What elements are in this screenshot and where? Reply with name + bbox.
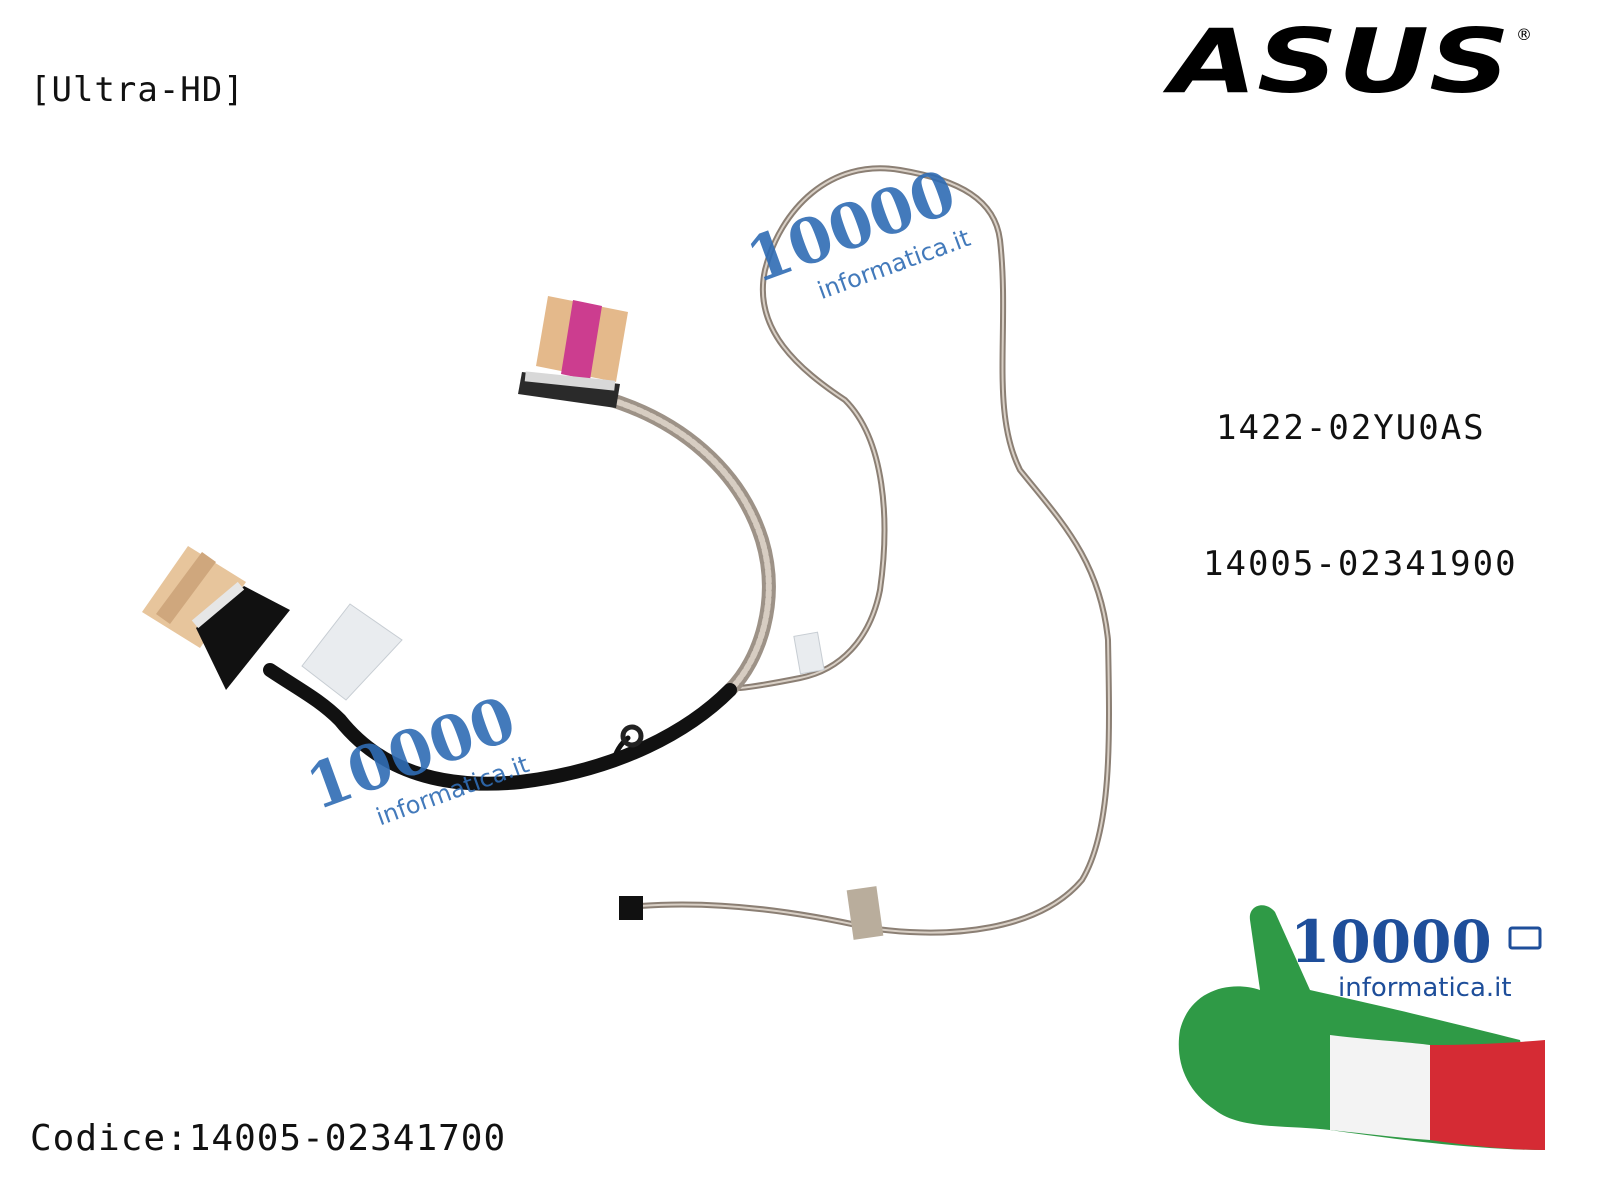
asus-logo: ASUS ® bbox=[1162, 10, 1532, 113]
display-connector bbox=[142, 546, 290, 690]
product-code: Codice:14005-02341700 bbox=[30, 1118, 507, 1159]
laptop-icon bbox=[1508, 926, 1542, 950]
camera-cable bbox=[637, 165, 1112, 936]
part-number-2: 14005-02341900 bbox=[1203, 544, 1518, 584]
svg-text:®: ® bbox=[1516, 25, 1532, 44]
badge-domain: informatica.it bbox=[1338, 973, 1512, 1003]
white-tab-small bbox=[793, 631, 825, 675]
white-tab-large bbox=[301, 603, 403, 701]
watermark-top: 10000 informatica.it bbox=[737, 155, 974, 305]
badge-number: 10000 bbox=[1290, 908, 1492, 976]
tape-patch bbox=[846, 886, 884, 940]
camera-connector bbox=[619, 896, 643, 920]
top-connector bbox=[518, 296, 628, 408]
part-number-1: 1422-02YU0AS bbox=[1216, 408, 1486, 448]
variant-tag: [Ultra-HD] bbox=[30, 70, 245, 110]
ground-ring bbox=[620, 724, 644, 748]
brand-badge: 10000 informatica.it bbox=[1178, 905, 1545, 1150]
svg-text:ASUS: ASUS bbox=[1162, 10, 1510, 113]
lcd-cable bbox=[263, 391, 776, 791]
